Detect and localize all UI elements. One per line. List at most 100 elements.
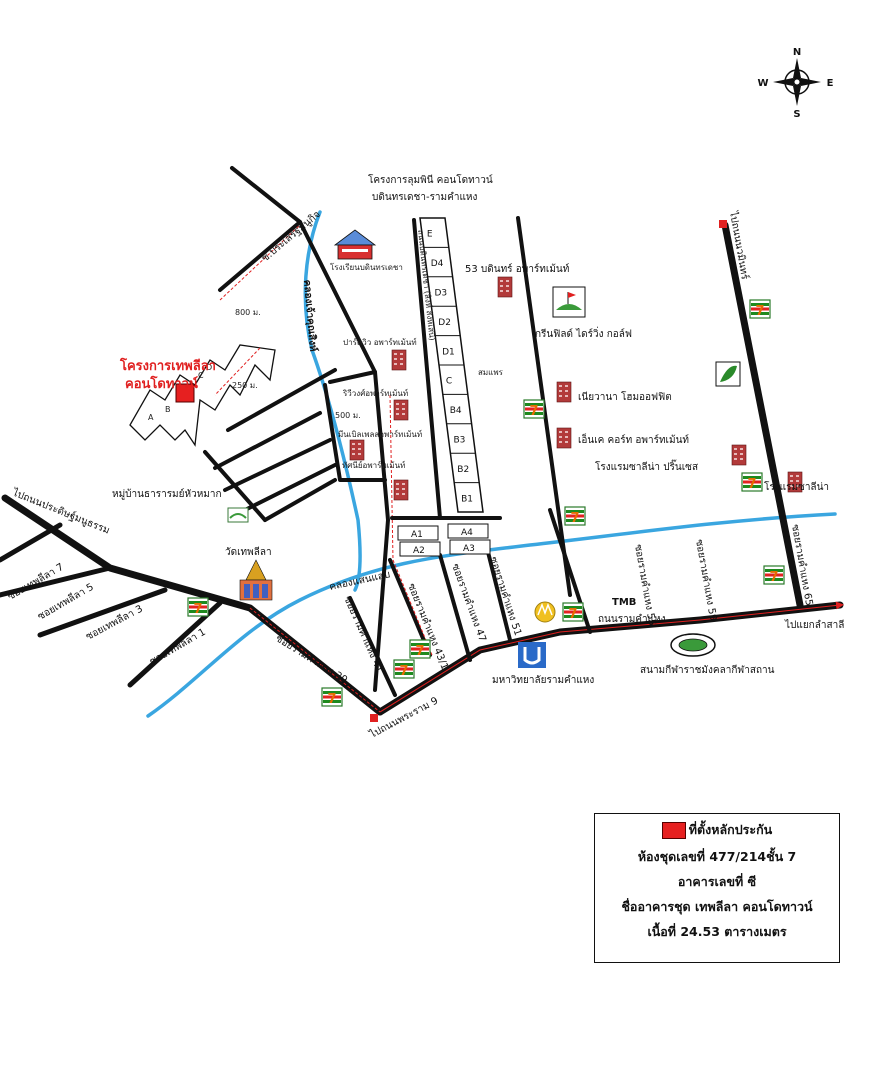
lumpini-building-d4: D4 — [431, 259, 444, 269]
label-minburi: มีนเบิลเพลสอพาร์ทเม้นท์ — [338, 429, 422, 439]
compass-rose: N S E W — [757, 47, 833, 120]
lumpini-building-b4: B4 — [450, 406, 462, 416]
building-letter-c: C — [198, 371, 204, 380]
collateral-legend: ที่ตั้งหลักประกัน ห้องชุดเลขที่ 477/214ช… — [594, 813, 840, 963]
lumpini-name-line2: บดินทรเดชา-รามคำแหง — [372, 192, 477, 203]
project-name-line2: คอนโดทาวน์ — [125, 375, 198, 392]
label-apt-53: 53 บดินทร์ อพาร์ทเม้นท์ — [465, 263, 569, 275]
road-soi-43-1 — [388, 558, 432, 657]
legend-line1: ที่ตั้งหลักประกัน — [688, 822, 773, 837]
distance-500m: 500 ม. — [335, 411, 361, 420]
lumpini-building-b1: B1 — [461, 494, 473, 504]
tower-park-view — [391, 349, 407, 371]
lumpini-block-a4: A4 — [461, 528, 473, 538]
canal-jao-khun-sing — [303, 210, 362, 592]
label-soi-rk-59: ซอยรามคำแหง 59 — [693, 539, 718, 622]
label-canal-jao-khun-sing: คลองเจ้าคุณสิงห์ — [301, 279, 319, 352]
building-letter-a: A — [148, 413, 154, 422]
village-logo — [227, 507, 249, 523]
lumpini-building-c: C — [446, 377, 452, 387]
building-letter-d: D — [206, 363, 212, 372]
seven-eleven-icon — [562, 602, 584, 623]
distance-250m: 250 ม. — [232, 381, 258, 390]
legend-line5: เนื้อที่ 24.53 ตารางเมตร — [647, 924, 787, 939]
label-park-view: ปาร์ควิว อพาร์ทเม้นท์ — [343, 337, 417, 347]
lumpini-building-d2: D2 — [438, 318, 451, 328]
seven-eleven-icon — [523, 399, 545, 420]
label-samrong: สมแพร — [478, 368, 504, 377]
tower-niwana — [556, 381, 572, 403]
legend-swatch — [661, 822, 686, 839]
label-tmb: TMB — [612, 597, 636, 608]
collateral-building-c — [175, 383, 195, 403]
seven-eleven-icon — [409, 639, 431, 660]
label-salina: โรงแรมซาลีน่า — [764, 480, 829, 493]
tower-rivong — [393, 399, 409, 421]
bank-logo — [715, 361, 741, 387]
roads-village — [203, 166, 390, 692]
tower-minburi — [349, 439, 365, 461]
label-nk-court: เอ็นเค คอร์ท อพาร์ทเม้นท์ — [578, 432, 689, 446]
lumpini-block-a3: A3 — [463, 544, 475, 554]
label-green-field: กรีนฟิลด์ ไดร์วิ่ง กอล์ฟ — [535, 326, 632, 340]
university-logo — [518, 642, 546, 668]
temple-icon — [239, 559, 273, 601]
label-thaisin: ทัศนีย์อพาร์ทเม้นท์ — [342, 460, 405, 470]
legend-line2: ห้องชุดเลขที่ 477/214ชั้น 7 — [637, 849, 797, 864]
lumpini-building-e: E — [427, 230, 433, 240]
road-soi-47 — [438, 553, 472, 662]
seven-eleven-icon — [187, 597, 209, 618]
label-niwana: เนียวานา โฮมออฟฟิต — [578, 390, 672, 403]
compass-east: E — [827, 78, 834, 89]
legend-line4: ชื่ออาคารชุด เทพลีลา คอนโดทาวน์ — [621, 899, 813, 914]
legend-title-row: ที่ตั้งหลักประกัน — [595, 820, 839, 840]
marker-rama9 — [370, 714, 378, 722]
building-letter-b: B — [165, 405, 171, 414]
label-salina-princess: โรงแรมซาลีน่า ปริ๊นเซส — [595, 459, 698, 473]
lumpini-block-a1: A1 — [411, 530, 423, 540]
tower-thaisin — [393, 479, 409, 501]
label-school: โรงเรียนบดินทรเดชา — [330, 262, 403, 272]
lumpini-name-line1: โครงการลุมพินี คอนโดทาวน์ — [368, 173, 493, 186]
label-stadium: สนามกีฬาราชมังคลากีฬาสถาน — [640, 664, 775, 676]
compass-west: W — [757, 78, 768, 89]
label-rivong: ริวีวงศ์อพาร์ทเม้นท์ — [342, 388, 408, 398]
stadium-icon — [670, 633, 716, 657]
bank-krungsri-logo — [534, 601, 556, 623]
road-bodin-dejcha — [412, 218, 442, 520]
seven-eleven-icon — [564, 506, 586, 527]
label-village: หมู่บ้านธารารมย์หัวหมาก — [112, 488, 222, 500]
lumpini-building-b2: B2 — [457, 465, 469, 475]
seven-eleven-icon — [393, 659, 415, 680]
distance-800m: 800 ม. — [235, 308, 261, 317]
road-soi-41 — [348, 596, 397, 697]
label-soi-tl-1: ซอยเทพลีลา 1 — [148, 626, 208, 668]
road-ramkhamhaeng — [1, 494, 844, 716]
lumpini-building-d1: D1 — [442, 347, 455, 357]
tower-nk-court — [556, 427, 572, 449]
label-ramkhamhaeng-road: ถนนรามคำแหง — [598, 614, 666, 625]
seven-eleven-icon — [749, 299, 771, 320]
compass-north: N — [793, 47, 801, 58]
tower-salina-princess — [731, 444, 747, 466]
lumpini-building-d3: D3 — [435, 289, 448, 299]
road-soi-65 — [721, 221, 804, 609]
project-name-line1: โครงการเทพลีลา — [119, 357, 216, 374]
compass-south: S — [793, 109, 800, 120]
route-500m — [389, 394, 433, 656]
seven-eleven-icon — [321, 687, 343, 708]
lumpini-building-b3: B3 — [454, 436, 466, 446]
seven-eleven-icon — [741, 472, 763, 493]
road-soi-51 — [486, 550, 512, 642]
lumpini-block-a2: A2 — [413, 546, 425, 556]
legend-line3: อาคารเลขที่ ซี — [677, 874, 757, 889]
lumpini-condotown: โครงการลุมพินี คอนโดทาวน์ บดินทรเดชา-ราม… — [368, 173, 493, 557]
tower-53-bodin — [497, 276, 513, 298]
marker-nawamin — [719, 220, 727, 228]
seven-eleven-icon — [763, 565, 785, 586]
canal-saen-saep — [146, 512, 837, 718]
school-bodindecha: โรงเรียนบดินทรเดชา — [330, 229, 403, 272]
label-to-lam-sali: ไปแยกลำสาลี — [784, 619, 844, 631]
project-thep-leela: B C D A โครงการเทพลีลา คอนโดทาวน์ 800 ม.… — [119, 224, 301, 447]
